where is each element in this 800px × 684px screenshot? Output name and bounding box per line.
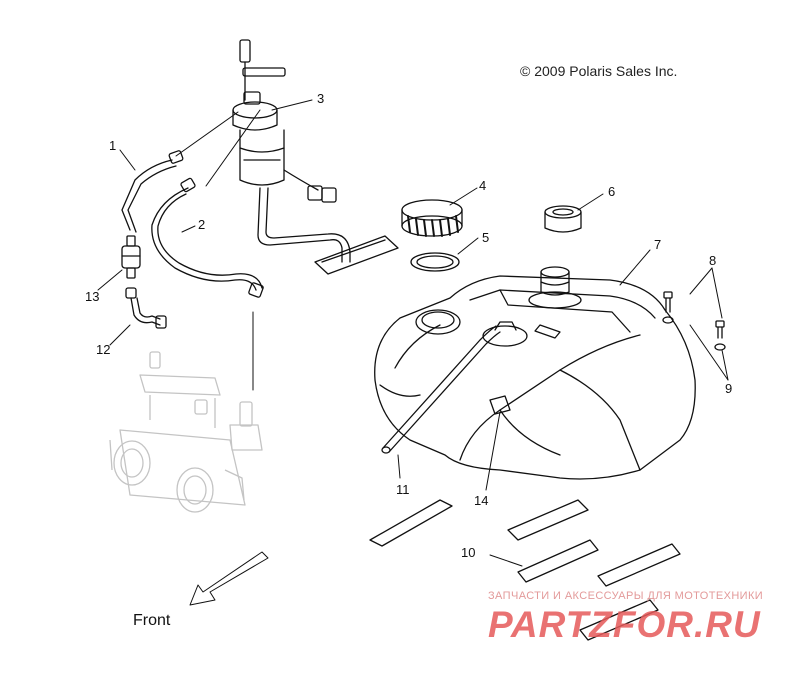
bolts-and-washers: [662, 291, 726, 351]
callout-11: 11: [396, 482, 410, 497]
fuel-hose-2: [151, 177, 264, 298]
callout-2: 2: [198, 217, 206, 232]
callout-7: 7: [654, 237, 662, 252]
fuel-pump-assembly: [232, 39, 351, 263]
callout-13: 13: [85, 289, 100, 304]
fuel-tank: [374, 266, 696, 480]
callout-10: 10: [461, 545, 476, 560]
callout-5: 5: [482, 230, 490, 245]
fuel-hose-12: [125, 287, 167, 329]
callout-14: 14: [474, 493, 489, 508]
callout-4: 4: [479, 178, 487, 193]
callout-6: 6: [608, 184, 616, 199]
front-arrow: [189, 551, 269, 606]
throttle-body-ghost: [109, 351, 263, 513]
callout-8: 8: [709, 253, 717, 268]
front-label: Front: [133, 612, 171, 629]
fuel-cap: [544, 205, 582, 233]
watermark-logo: PARTZFOR.RU: [488, 604, 761, 645]
fuel-hose-1: [121, 150, 184, 233]
callout-1: 1: [109, 138, 117, 153]
callout-9: 9: [725, 381, 733, 396]
fuel-filter: [121, 235, 141, 279]
callout-12: 12: [96, 342, 111, 357]
watermark-tagline: ЗАПЧАСТИ И АКСЕССУАРЫ ДЛЯ МОТОТЕХНИКИ: [488, 590, 764, 602]
leader-lines: [97, 99, 729, 567]
callout-3: 3: [317, 91, 325, 106]
tank-pads: [369, 499, 681, 641]
copyright-notice: © 2009 Polaris Sales Inc.: [520, 63, 678, 79]
o-ring: [410, 252, 460, 272]
vent-tube: [381, 325, 501, 454]
lock-ring: [401, 199, 463, 237]
pump-pad: [314, 235, 399, 275]
